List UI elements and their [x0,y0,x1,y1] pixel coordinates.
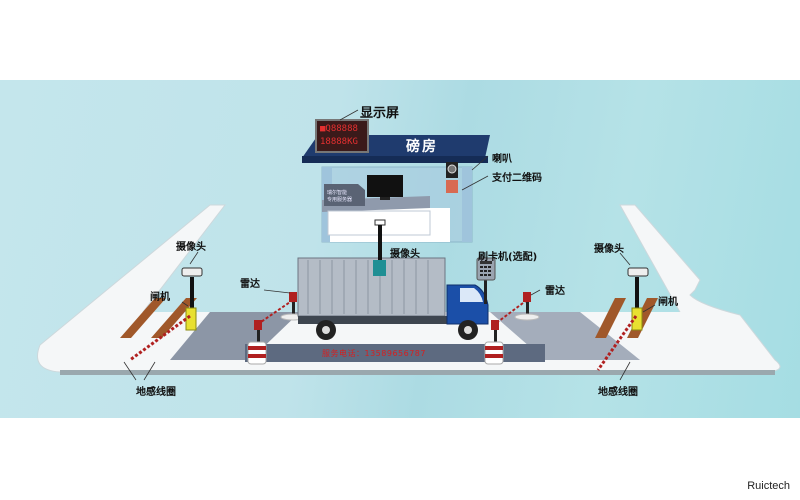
radar-right-front [491,320,499,330]
ramp-right [490,312,640,360]
loop-left-1 [120,298,166,338]
truck-cargo [297,257,446,317]
ramp-left [170,312,300,360]
label-payment-qr: 支付二维码 [492,173,542,184]
loop-right-1 [595,298,626,338]
label-camera-right: 摄像头 [594,244,624,255]
led-display [315,119,369,153]
gate-right-arm [596,315,638,371]
weigh-house-title: 磅房 [406,139,438,155]
gate-left-arm [129,314,191,362]
label-speaker: 喇叭 [492,154,512,165]
qr-code [446,180,458,193]
camera-left-body [181,267,203,277]
gate-left-box [185,307,197,331]
truck-chassis [298,316,488,324]
label-gate-right: 闸机 [658,297,678,308]
service-hotline: 服务电话：13589656787 [322,349,426,358]
server-label-2: 专用服务器 [327,197,353,203]
label-loop-right: 地感线圈 [598,387,638,398]
camera-pole-right [635,277,639,313]
server-box [324,184,365,206]
led-line-1: ■Q88888 [320,124,358,134]
radar-right-back [523,292,531,302]
weighbridge-diagram: ■Q88888 18888KG 磅房 瑞尔智能 专用服务器 显示屏 喇叭 支付二… [0,80,800,418]
server-label-1: 瑞尔智能 [327,190,348,196]
radar-left-front [254,320,262,330]
label-card-reader: 刷卡机(选配) [478,252,538,263]
monitor [367,175,403,197]
label-radar-right: 雷达 [545,286,565,297]
label-loop-left: 地感线圈 [136,387,176,398]
label-gate-left: 闸机 [150,292,170,303]
gate-right-box [631,307,643,331]
label-camera-left: 摄像头 [176,242,206,253]
label-radar-left: 雷达 [240,279,260,290]
label-camera-center: 摄像头 [390,249,420,260]
camera-right-body [627,267,649,277]
diagram-graphics [37,109,781,381]
led-line-2: 18888KG [320,137,358,147]
camera-pole-center [378,225,382,260]
camera-pole-left [190,277,194,313]
scale-platform [245,344,545,362]
label-display-screen: 显示屏 [360,106,400,121]
watermark: Ruictech [747,480,790,492]
camera-center-base [373,260,386,276]
road-edge [60,370,775,375]
radar-left-back [289,292,297,302]
